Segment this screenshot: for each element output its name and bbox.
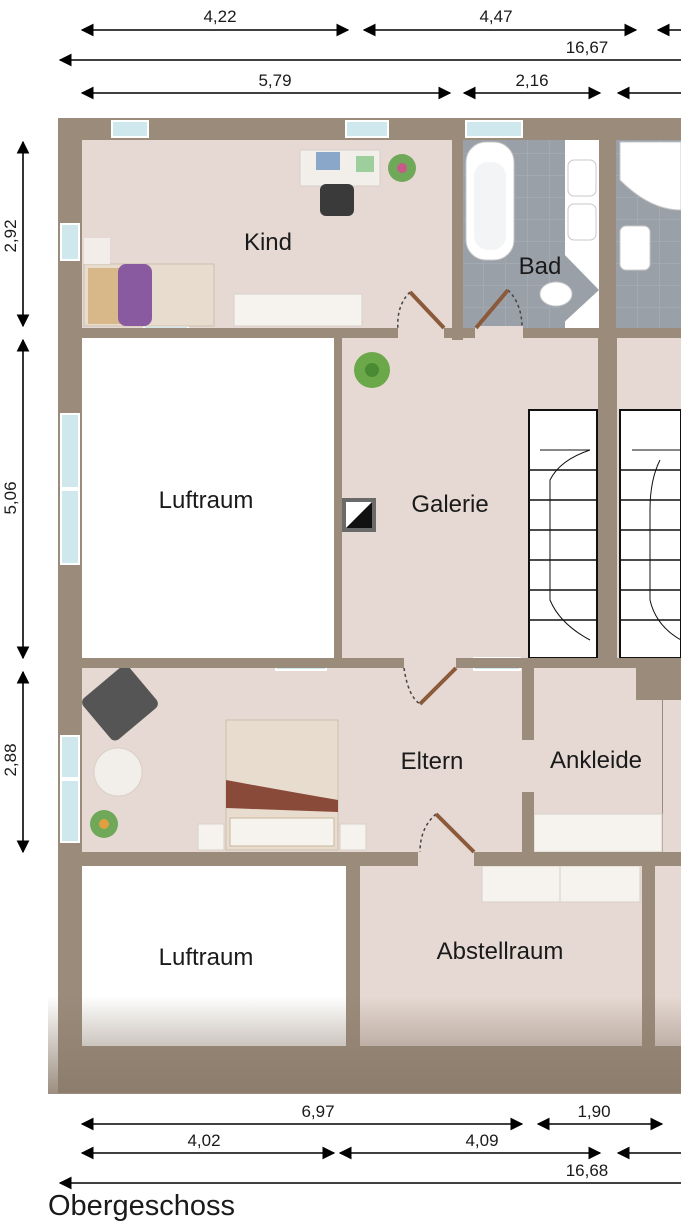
room-ankleide-side [663,700,681,852]
dim-bottom-1-90: 1,90 [577,1102,610,1121]
dim-top-2-16: 2,16 [515,71,548,90]
abstell-shelves [481,865,641,903]
dimension-lines [16,23,681,1190]
dim-top-5-79: 5,79 [258,71,291,90]
dim-top-4-47: 4,47 [479,7,512,26]
label-kind: Kind [244,229,292,256]
eltern-furniture [82,665,664,853]
door-gap-eltern [404,656,456,670]
dim-left-2-88: 2,88 [1,743,20,776]
doors [397,288,523,854]
label-bad: Bad [519,253,562,280]
door-gap-abstell [418,850,474,868]
label-eltern: Eltern [401,748,464,775]
door-gap-kind [398,326,444,340]
door-gap-ankleide [520,740,536,792]
dim-left-5-06: 5,06 [1,481,20,514]
dim-bottom-4-09: 4,09 [465,1131,498,1150]
door-gap-bad [475,326,523,340]
galerie-decor [342,352,390,532]
label-ankleide: Ankleide [550,747,642,774]
label-luftraum-bottom: Luftraum [159,944,254,971]
floor-title: Obergeschoss [48,1190,235,1222]
dim-top-16-67: 16,67 [566,38,609,57]
dim-bottom-4-02: 4,02 [187,1131,220,1150]
dim-left-2-92: 2,92 [1,219,20,252]
label-galerie: Galerie [411,491,488,518]
room-luftraum-top [82,338,334,658]
bottom-fade [48,996,681,1094]
dim-bottom-16-68: 16,68 [566,1161,609,1180]
kind-furniture [83,149,416,327]
label-luftraum-top: Luftraum [159,487,254,514]
stair-lines [529,449,681,641]
inner-walls [82,118,681,1046]
label-abstellraum: Abstellraum [437,938,564,965]
dim-bottom-6-97: 6,97 [301,1102,334,1121]
dim-top-4-22: 4,22 [203,7,236,26]
bad-fixtures [465,141,681,326]
